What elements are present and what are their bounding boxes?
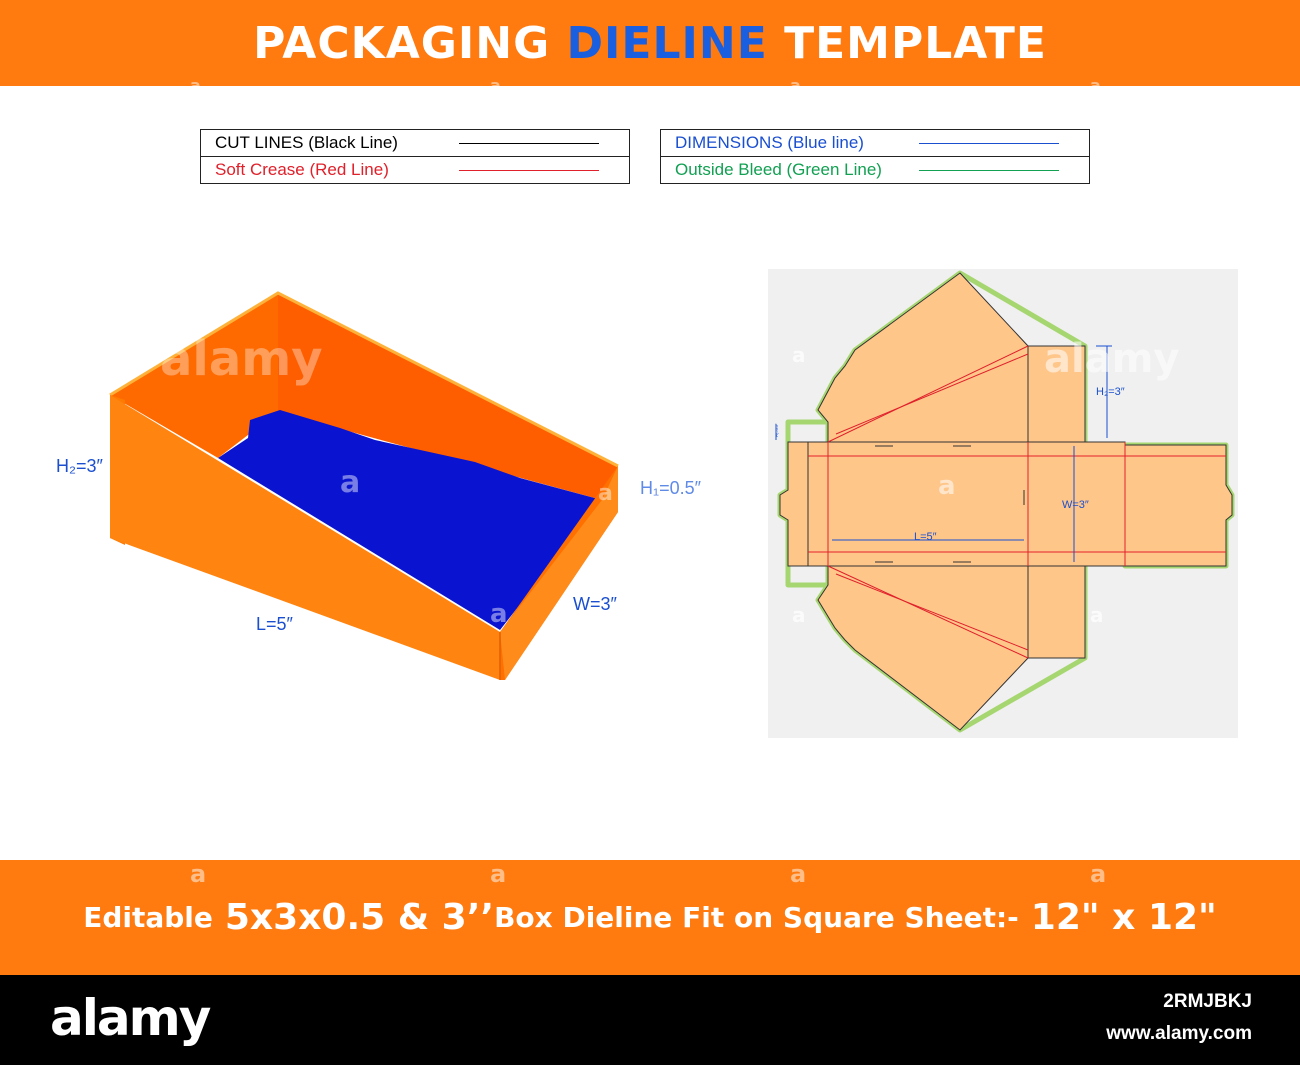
footer-middle: Box Dieline Fit on Square Sheet:-: [494, 901, 1019, 934]
footer-sheet: 12" x 12": [1030, 897, 1217, 938]
watermark-glyph: a: [190, 860, 207, 888]
watermark-glyph: a: [190, 76, 201, 95]
tab-slots: [875, 445, 1025, 563]
watermark-glyph: a: [1090, 603, 1104, 627]
image-id: 2RMJBKJ: [1163, 991, 1252, 1012]
dieline-label-h1: H₁=0.5″: [774, 423, 779, 437]
watermark-glyph: a: [490, 860, 507, 888]
header-banner: PACKAGING DIELINE TEMPLATE: [0, 0, 1300, 86]
legend-label-bleed: Outside Bleed (Green Line): [660, 156, 919, 184]
front-side-panel: [110, 395, 500, 680]
flat-dieline-panel: H₂=3″ W=3″ L=5″ H₁=0.5″ alamy a a a a: [768, 269, 1238, 738]
watermark-glyph: a: [598, 481, 613, 506]
legend-label-crease: Soft Crease (Red Line): [200, 156, 459, 184]
box-floor: [218, 410, 602, 630]
legend-row-cut: CUT LINES (Black Line): [200, 129, 630, 157]
watermark-glyph: a: [790, 76, 801, 95]
watermark-glyph: a: [790, 860, 807, 888]
label-width: W=3″: [573, 594, 618, 614]
watermark-glyph: a: [1090, 860, 1107, 888]
legend-swatch-crease: [459, 169, 599, 171]
flat-dieline: H₂=3″ W=3″ L=5″ H₁=0.5″ alamy a a a a: [774, 270, 1235, 733]
watermark-glyph: a: [792, 603, 806, 627]
label-h1: H₁=0.5″: [640, 478, 702, 498]
bottom-side-panel: [1027, 565, 1086, 659]
watermark-logo: alamy: [1044, 336, 1179, 382]
legend-swatch-bleed: [919, 169, 1059, 171]
title-accent: DIELINE: [566, 17, 768, 69]
legend-row-dimensions: DIMENSIONS (Blue line): [660, 129, 1090, 157]
stock-footer: alamy 2RMJBKJ www.alamy.com: [0, 975, 1300, 1065]
legend-row-bleed: Outside Bleed (Green Line): [660, 156, 1090, 184]
watermark-glyph: a: [340, 465, 360, 500]
footer-banner: Editable 5x3x0.5 & 3’’ Box Dieline Fit o…: [0, 860, 1300, 975]
label-h2: H₂=3″: [56, 456, 104, 476]
watermark-logo: alamy: [160, 331, 323, 387]
dieline-label-width: W=3″: [1062, 499, 1089, 511]
page-title: PACKAGING DIELINE TEMPLATE: [253, 18, 1047, 69]
box-rim: [109, 291, 619, 468]
title-part1: PACKAGING: [253, 17, 567, 69]
footer-editable: Editable: [83, 901, 213, 934]
dieline-label-length: L=5″: [914, 531, 937, 543]
end-panel: [1027, 441, 1126, 567]
end-tuck-flap: [1124, 444, 1233, 567]
legend-row-crease: Soft Crease (Red Line): [200, 156, 630, 184]
right-end-panel: [500, 466, 618, 680]
box-3d-illustration: H₂=3″ H₁=0.5″ L=5″ W=3″ a a a alamy: [56, 291, 702, 680]
back-wall: [110, 293, 278, 458]
base-panel: [827, 441, 1029, 567]
dieline-panels: [779, 272, 1233, 731]
dieline-label-h2: H₂=3″: [1096, 386, 1125, 398]
legend-swatch-cut: [459, 142, 599, 144]
site-link[interactable]: www.alamy.com: [1106, 1023, 1252, 1044]
dimension-lines: [775, 345, 1112, 562]
legend-right: DIMENSIONS (Blue line) Outside Bleed (Gr…: [660, 129, 1090, 184]
legend-swatch-dimensions: [919, 142, 1059, 144]
label-length: L=5″: [256, 614, 294, 634]
watermark-glyph: a: [1090, 76, 1101, 95]
side-inner-wall: [278, 293, 618, 500]
watermark-glyph: a: [792, 343, 806, 367]
legend-label-dimensions: DIMENSIONS (Blue line): [660, 129, 919, 157]
watermark-glyph: a: [490, 599, 508, 629]
crease-lines: [808, 345, 1226, 659]
stock-logo: alamy: [50, 989, 211, 1047]
legend-left: CUT LINES (Black Line) Soft Crease (Red …: [200, 129, 630, 184]
legend-label-cut: CUT LINES (Black Line): [200, 129, 459, 157]
left-small-flap: [807, 441, 829, 567]
watermark-glyph: a: [490, 76, 501, 95]
footer-size: 5x3x0.5 & 3’’: [224, 897, 495, 938]
title-part2: TEMPLATE: [767, 17, 1047, 69]
watermark-glyph: a: [938, 471, 956, 501]
